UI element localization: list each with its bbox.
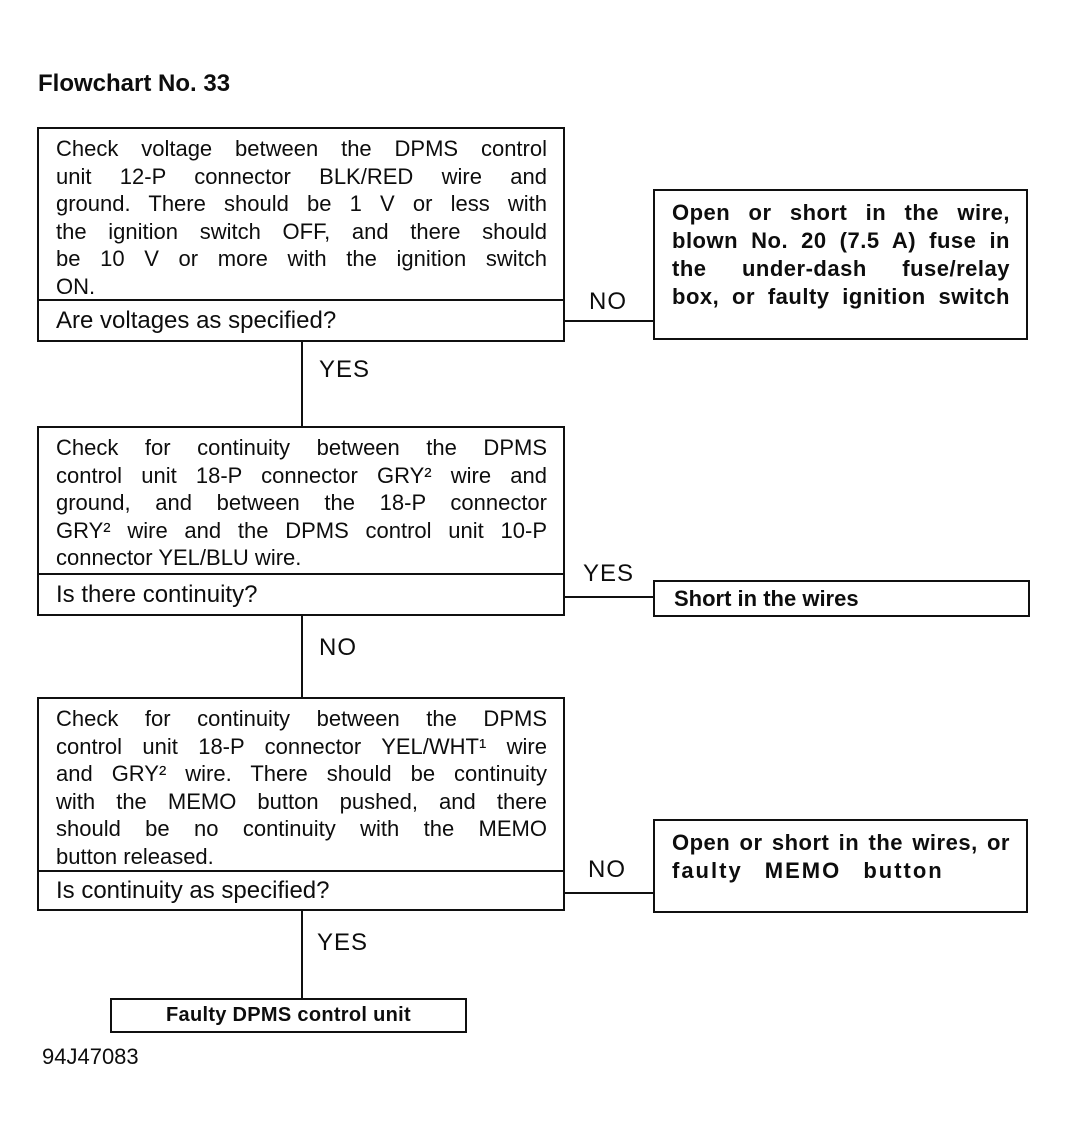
connector-line <box>565 596 653 598</box>
text-line: Check for continuity between the DPMS <box>56 435 547 460</box>
text-line: Open or short in the wires, or <box>672 830 1010 855</box>
text-line: control unit 18-P connector GRY² wire an… <box>56 462 547 488</box>
text-line: button released. <box>56 843 214 869</box>
no-label: NO <box>588 856 626 883</box>
text-line: ground. There should be 1 V or less with <box>56 191 547 216</box>
text-line: connector YEL/BLU wire. <box>56 545 302 570</box>
step1-instructions: Check voltage between the DPMS control u… <box>39 129 563 300</box>
connector-line <box>301 616 303 697</box>
step1-question: Are voltages as specified? <box>39 299 563 340</box>
page-title: Flowchart No. 33 <box>38 70 231 97</box>
text-line: the under-dash fuse/relay <box>672 256 1010 281</box>
result-text: Short in the wires <box>674 585 859 611</box>
text-line: ON. <box>56 273 96 299</box>
text-line: blown No. 20 (7.5 A) fuse in <box>672 228 1010 253</box>
text-line: box, or faulty ignition switch <box>672 284 1010 309</box>
text-line: control unit 18-P connector YEL/WHT¹ wir… <box>56 733 547 759</box>
text-line: Check voltage between the DPMS control <box>56 136 547 161</box>
yes-label: YES <box>583 560 635 587</box>
text-line: GRY² wire and the DPMS control unit 10-P <box>56 517 547 543</box>
no-label: NO <box>319 634 357 661</box>
step2-yes-result-box: Short in the wires <box>653 580 1030 617</box>
no-label: NO <box>589 288 627 315</box>
text-line: Check for continuity between the DPMS <box>56 706 547 731</box>
text-line: with the MEMO button pushed, and there <box>56 788 547 814</box>
text-line: ground, and between the 18-P connector <box>56 490 547 515</box>
question-text: Is continuity as specified? <box>56 876 330 904</box>
figure-code: 94J47083 <box>42 1044 139 1069</box>
text-line: unit 12-P connector BLK/RED wire and <box>56 163 547 189</box>
result-text: Open or short in the wire, blown No. 20 … <box>655 191 1026 311</box>
connector-line <box>565 320 653 322</box>
connector-line <box>301 342 303 426</box>
step1-box: Check voltage between the DPMS control u… <box>37 127 565 342</box>
step3-no-result-box: Open or short in the wires, or faulty ME… <box>653 819 1028 913</box>
step2-instructions: Check for continuity between the DPMS co… <box>39 428 563 572</box>
question-text: Are voltages as specified? <box>56 306 337 334</box>
text-line: faulty MEMO button <box>672 858 944 883</box>
text-line: be 10 V or more with the ignition switch <box>56 246 547 271</box>
step3-question: Is continuity as specified? <box>39 870 563 909</box>
step2-box: Check for continuity between the DPMS co… <box>37 426 565 616</box>
connector-line <box>301 911 303 998</box>
yes-label: YES <box>319 356 371 383</box>
step3-box: Check for continuity between the DPMS co… <box>37 697 565 911</box>
step1-no-result-box: Open or short in the wire, blown No. 20 … <box>653 189 1028 340</box>
text-line: and GRY² wire. There should be continuit… <box>56 761 547 786</box>
step2-question: Is there continuity? <box>39 573 563 614</box>
question-text: Is there continuity? <box>56 580 258 608</box>
text-line: should be no continuity with the MEMO <box>56 816 547 841</box>
text-line: Open or short in the wire, <box>672 200 1010 225</box>
conclusion-box: Faulty DPMS control unit <box>110 998 467 1033</box>
result-text: Open or short in the wires, or faulty ME… <box>655 821 1026 885</box>
conclusion-text: Faulty DPMS control unit <box>166 1004 411 1026</box>
step3-instructions: Check for continuity between the DPMS co… <box>39 699 563 870</box>
connector-line <box>565 892 653 894</box>
text-line: the ignition switch OFF, and there shoul… <box>56 218 547 244</box>
yes-label: YES <box>317 929 369 956</box>
